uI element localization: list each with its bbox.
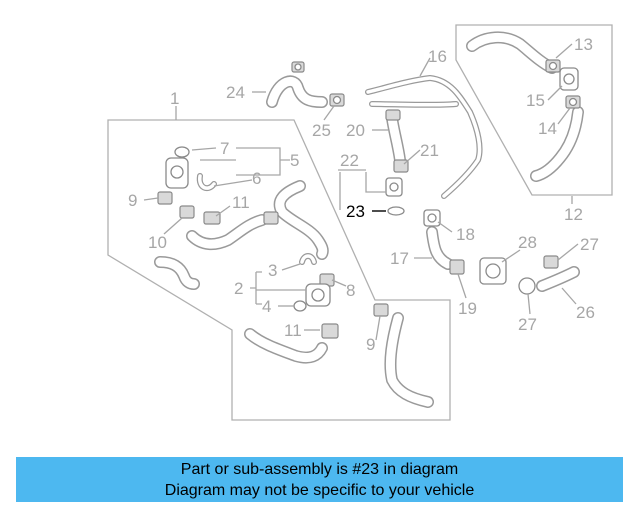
- clamp-9-lower: [373, 303, 389, 317]
- callout-6: 6: [252, 169, 261, 188]
- callout-8: 8: [346, 281, 355, 300]
- clamp-19: [449, 259, 465, 275]
- hose-12-lower: [530, 106, 584, 182]
- callout-7: 7: [220, 139, 229, 158]
- fitting-18: [423, 209, 441, 227]
- callout-12: 12: [564, 205, 583, 224]
- leader-13: [555, 43, 573, 59]
- callout-23: 23: [346, 202, 365, 221]
- clamp-25: [329, 93, 345, 107]
- housing-28: [479, 257, 507, 285]
- callout-5: 5: [290, 151, 299, 170]
- hose-20-21: [386, 112, 406, 166]
- leader-9-upper: [143, 197, 159, 201]
- clamp-group1-left: [263, 211, 279, 225]
- fitting-15: [559, 67, 579, 91]
- callout-24: 24: [226, 83, 245, 102]
- clamp-11-lower: [321, 323, 339, 339]
- callout-19: 19: [458, 299, 477, 318]
- callout-18: 18: [456, 225, 475, 244]
- leader-18: [437, 221, 453, 233]
- banner-line-1: Part or sub-assembly is #23 in diagram: [180, 461, 459, 478]
- parts-diagram: 1 24 25 16 13 15 14 12 20 21 22 23 18 17…: [107, 24, 613, 421]
- leader-5: [200, 147, 290, 176]
- leader-27-upper: [557, 243, 579, 261]
- hose-12-upper: [466, 31, 558, 74]
- clamp-11-upper: [203, 211, 221, 225]
- leader-9-lower: [375, 315, 381, 341]
- callout-3: 3: [268, 261, 277, 280]
- seal-23: [387, 206, 405, 216]
- clamp-10: [179, 205, 195, 219]
- clamp-13: [545, 59, 561, 73]
- hose-17: [426, 226, 454, 270]
- clamp-20: [385, 109, 401, 121]
- clamp-9-upper: [157, 191, 173, 205]
- callout-28: 28: [518, 233, 537, 252]
- callout-17: 17: [390, 249, 409, 268]
- clip-6: [196, 173, 217, 192]
- seal-4: [293, 300, 307, 312]
- leader-14: [557, 107, 571, 125]
- callout-11-lower: 11: [284, 321, 302, 340]
- clamp-27-upper: [543, 255, 559, 269]
- hose-group1-vertical: [384, 312, 434, 408]
- housing-5: [165, 157, 189, 189]
- callout-9-upper: 9: [128, 191, 137, 210]
- leader-25: [323, 105, 335, 121]
- leader-19: [457, 273, 467, 299]
- hose-group1-left: [154, 256, 200, 290]
- flange-7: [174, 146, 190, 158]
- callout-25: 25: [312, 121, 331, 140]
- leader-22: [338, 169, 386, 210]
- callout-10: 10: [148, 233, 167, 252]
- callout-2: 2: [234, 279, 243, 298]
- leader-28: [501, 249, 521, 263]
- clamp-14: [565, 95, 581, 109]
- pipe-16: [365, 75, 483, 199]
- callout-1: 1: [170, 89, 179, 108]
- group-box-1: [107, 119, 451, 421]
- callout-20: 20: [346, 121, 365, 140]
- banner-line-2: Diagram may not be specific to your vehi…: [164, 482, 475, 499]
- leader-2: [250, 271, 306, 305]
- callout-27-upper: 27: [580, 235, 599, 254]
- callout-22: 22: [340, 151, 359, 170]
- clamp-27-lower: [518, 277, 536, 295]
- clamp-24: [291, 61, 305, 73]
- leader-7: [191, 147, 217, 151]
- callout-27-lower: 27: [518, 315, 537, 334]
- group-box-12: [455, 24, 613, 196]
- leader-26: [561, 287, 577, 305]
- leader-6: [213, 179, 253, 187]
- clip-3: [299, 253, 317, 265]
- callout-4: 4: [262, 297, 271, 316]
- leader-27-lower: [527, 293, 531, 315]
- leader-8: [331, 279, 347, 287]
- leader-21: [403, 149, 421, 165]
- hose-group1-bottom: [244, 328, 328, 364]
- leader-15: [547, 85, 563, 101]
- hose-group1-mid: [186, 214, 268, 251]
- callout-26: 26: [576, 303, 595, 322]
- fitting-22: [385, 177, 403, 197]
- callout-9-lower: 9: [366, 335, 375, 354]
- callout-11-upper: 11: [232, 193, 250, 212]
- hose-26: [536, 266, 580, 292]
- callout-15: 15: [526, 91, 545, 110]
- callout-16: 16: [428, 47, 447, 66]
- housing-2: [305, 283, 331, 307]
- leader-11-upper: [215, 205, 231, 217]
- leader-16: [419, 57, 431, 77]
- hose-24: [266, 75, 328, 108]
- callout-21: 21: [420, 141, 439, 160]
- hose-group1-long: [273, 180, 329, 260]
- leader-10: [163, 217, 183, 235]
- callout-13: 13: [574, 35, 593, 54]
- callout-14: 14: [538, 119, 557, 138]
- leader-3: [281, 263, 301, 271]
- info-banner: Part or sub-assembly is #23 in diagram D…: [16, 457, 623, 502]
